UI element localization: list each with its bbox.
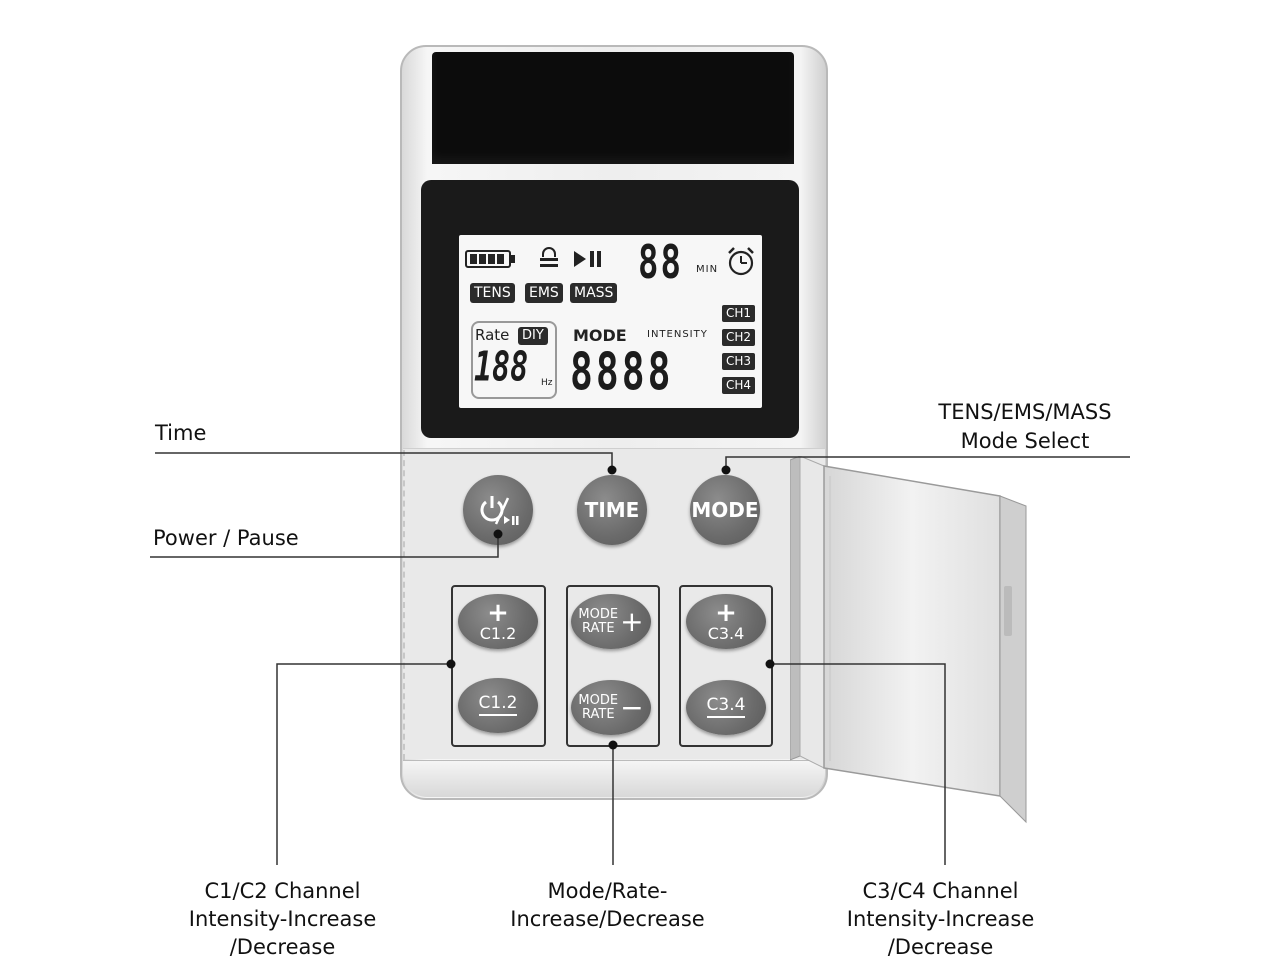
timer-icon bbox=[728, 247, 754, 276]
c34-decrease-button[interactable]: C3.4 bbox=[686, 680, 766, 735]
mode-tag-ems: EMS bbox=[525, 283, 563, 303]
power-pause-icon bbox=[480, 496, 519, 525]
label-mode-rate: Mode/Rate- Increase/Decrease bbox=[475, 877, 740, 933]
c34-decrease-label: C3.4 bbox=[706, 697, 746, 718]
time-digits: 88 bbox=[638, 236, 683, 290]
minus-sign: − bbox=[620, 690, 644, 724]
play-pause-icon bbox=[574, 251, 601, 267]
mode-rate-bottom-label: RATE bbox=[581, 620, 615, 636]
device-bottom-cap bbox=[403, 760, 825, 797]
label-mode-select: TENS/EMS/MASS Mode Select bbox=[900, 398, 1150, 456]
label-mode-select-line1: TENS/EMS/MASS bbox=[938, 400, 1112, 424]
c12-increase-button[interactable]: + C1.2 bbox=[458, 594, 538, 649]
label-mode-rate-line2: Increase/Decrease bbox=[510, 907, 705, 931]
diy-tag: DIY bbox=[518, 327, 548, 345]
label-mode-select-line2: Mode Select bbox=[960, 429, 1090, 453]
mode-label: MODE bbox=[573, 326, 627, 345]
battery-door bbox=[790, 456, 1027, 824]
plus-sign: + bbox=[620, 604, 644, 638]
c12-increase-label: C1.2 bbox=[479, 623, 517, 643]
label-c12-line2: Intensity-Increase bbox=[188, 907, 377, 931]
channel-tag-ch4: CH4 bbox=[722, 377, 755, 394]
plus-sign: + bbox=[715, 597, 737, 628]
label-c12-channel: C1/C2 Channel Intensity-Increase /Decrea… bbox=[150, 877, 415, 961]
mode-rate-bottom-label: RATE bbox=[581, 706, 615, 722]
label-c12-line3: /Decrease bbox=[229, 935, 336, 959]
rate-label: Rate bbox=[475, 326, 510, 344]
device-top-band bbox=[432, 52, 794, 164]
rate-box bbox=[471, 321, 557, 399]
time-unit: MIN bbox=[696, 264, 719, 275]
label-time: Time bbox=[155, 421, 207, 445]
channel-tag-ch2: CH2 bbox=[722, 329, 755, 346]
label-c34-line3: /Decrease bbox=[887, 935, 994, 959]
lock-icon bbox=[540, 247, 558, 267]
time-button[interactable]: TIME bbox=[577, 475, 647, 545]
plus-sign: + bbox=[487, 597, 509, 628]
mode-rate-decrease-button[interactable]: MODE RATE − bbox=[571, 680, 651, 735]
mode-tag-tens: TENS bbox=[470, 283, 515, 303]
mode-rate-top-label: MODE bbox=[578, 606, 619, 622]
c34-increase-button[interactable]: + C3.4 bbox=[686, 594, 766, 649]
label-mode-rate-line1: Mode/Rate- bbox=[547, 879, 668, 903]
mode-tag-mass: MASS bbox=[570, 283, 618, 303]
mode-rate-top-label: MODE bbox=[578, 692, 619, 708]
panel-seam bbox=[403, 450, 405, 760]
c12-decrease-label: C1.2 bbox=[478, 695, 518, 716]
channel-tag-ch1: CH1 bbox=[722, 305, 755, 322]
rate-digits: 188 bbox=[474, 344, 529, 392]
c34-increase-label: C3.4 bbox=[707, 623, 745, 643]
mode-digits: 8888 bbox=[570, 342, 674, 402]
channel-tag-ch3: CH3 bbox=[722, 353, 755, 370]
label-c34-channel: C3/C4 Channel Intensity-Increase /Decrea… bbox=[808, 877, 1073, 961]
c12-decrease-button[interactable]: C1.2 bbox=[458, 678, 538, 733]
label-power-pause: Power / Pause bbox=[153, 526, 299, 550]
mode-rate-increase-button[interactable]: MODE RATE + bbox=[571, 594, 651, 649]
intensity-label: INTENSITY bbox=[647, 329, 708, 340]
label-c12-line1: C1/C2 Channel bbox=[204, 879, 361, 903]
mode-button[interactable]: MODE bbox=[690, 475, 760, 545]
rate-unit: Hz bbox=[541, 378, 553, 388]
label-c34-line2: Intensity-Increase bbox=[846, 907, 1035, 931]
battery-icon bbox=[465, 250, 515, 268]
label-c34-line1: C3/C4 Channel bbox=[862, 879, 1019, 903]
